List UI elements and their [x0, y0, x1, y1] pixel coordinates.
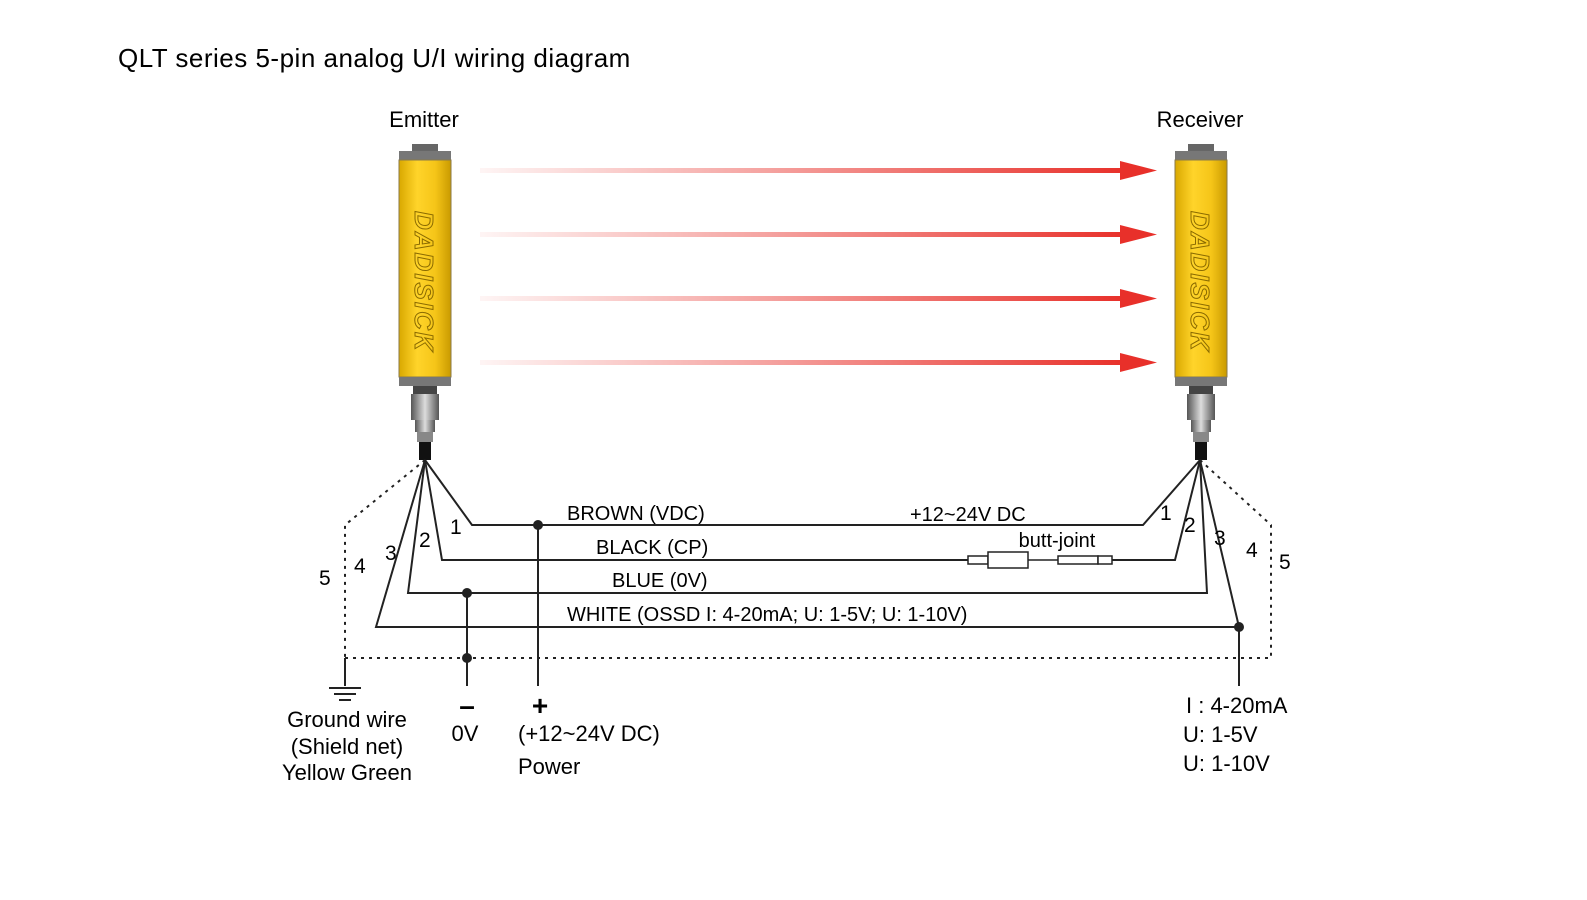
emitter-label: Emitter: [389, 107, 459, 132]
wire-brown-label: BROWN (VDC): [567, 503, 705, 525]
ground-label-line2: (Shield net): [291, 734, 404, 759]
emitter-wire-1: [424, 459, 1201, 526]
wires: [344, 459, 1272, 686]
wire-white-label: WHITE (OSSD I: 4-20mA; U: 1-5V; U: 1-10V…: [567, 604, 967, 626]
beam-arrow: [480, 289, 1157, 308]
emitter-device: DADISICK: [398, 144, 452, 460]
wire-black-label: BLACK (CP): [596, 537, 708, 559]
shield-wire-emitter: [344, 459, 426, 658]
receiver-brand-logo: DADISICK: [1185, 211, 1215, 353]
emitter-pin-2: 2: [419, 529, 431, 552]
emitter-brand-logo: DADISICK: [409, 211, 439, 353]
receiver-pin-4: 4: [1246, 539, 1258, 562]
positive-sign: +: [532, 690, 548, 721]
emitter-pin-3: 3: [385, 542, 397, 565]
receiver-pin-1: 1: [1160, 502, 1172, 525]
supply-label: +12~24V DC: [910, 504, 1026, 526]
negative-label: 0V: [452, 721, 479, 746]
emitter-pin-5: 5: [319, 567, 331, 590]
emitter-pin-4: 4: [354, 555, 366, 578]
power-label: Power: [518, 754, 580, 779]
wire-black: [424, 459, 968, 561]
butt-joint-label: butt-joint: [1019, 530, 1096, 552]
beam-arrow: [480, 225, 1157, 244]
output-voltage-5v-label: U: 1-5V: [1183, 722, 1258, 747]
diagram-title: QLT series 5-pin analog U/I wiring diagr…: [118, 43, 631, 73]
wire-blue: [406, 459, 1209, 594]
wire-white: [374, 459, 1241, 628]
ground-label-line1: Ground wire: [287, 707, 407, 732]
output-voltage-10v-label: U: 1-10V: [1183, 751, 1270, 776]
junction-dot: [462, 588, 472, 598]
wire-black-right: [1112, 459, 1201, 561]
butt-joint-connector: [967, 551, 1113, 569]
ground-label-line3: Yellow Green: [282, 760, 412, 785]
wire-blue-label: BLUE (0V): [612, 570, 708, 592]
junction-dot: [1234, 622, 1244, 632]
receiver-device: DADISICK: [1174, 144, 1228, 460]
shield-wire-receiver: [1199, 459, 1272, 658]
junction-dot: [462, 653, 472, 663]
beam-arrow: [480, 161, 1157, 180]
junction-dot: [533, 520, 543, 530]
junction-dots: [462, 520, 1244, 663]
light-beams: [480, 161, 1157, 372]
negative-sign: –: [459, 690, 475, 721]
receiver-label: Receiver: [1157, 107, 1244, 132]
receiver-pin-3: 3: [1214, 527, 1226, 550]
receiver-pin-5: 5: [1279, 551, 1291, 574]
output-current-label: I : 4-20mA: [1186, 693, 1288, 718]
ground-icon: [329, 687, 361, 701]
positive-label: (+12~24V DC): [518, 721, 660, 746]
beam-arrow: [480, 353, 1157, 372]
receiver-pin-2: 2: [1184, 514, 1196, 537]
emitter-pin-1: 1: [450, 516, 462, 539]
